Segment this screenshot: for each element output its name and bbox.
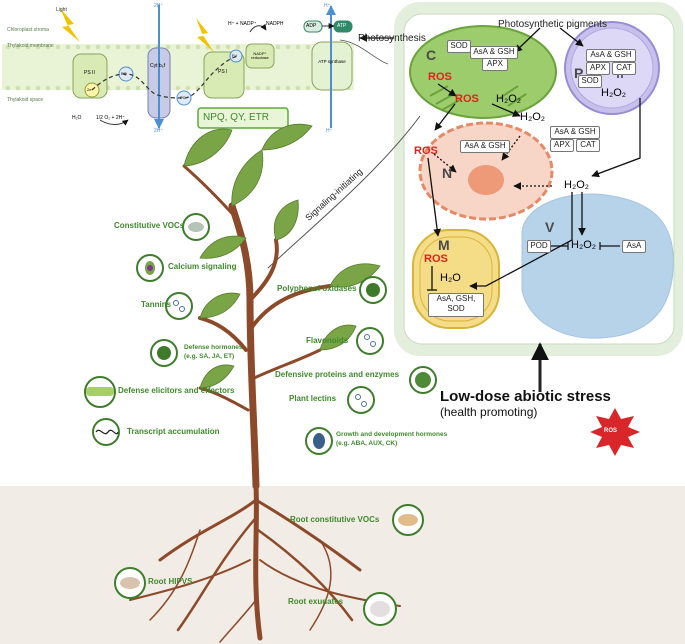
label-transcript-accumulation: Transcript accumulation — [127, 427, 220, 436]
pod-box: POD — [527, 240, 551, 253]
h2o2-chloroplast: H₂O₂ — [496, 93, 522, 105]
h2o2-peroxisome: H₂O₂ — [601, 87, 627, 99]
label-flavonoids: Flavonoids — [306, 336, 349, 345]
label-root-exudates: Root exudates — [288, 597, 344, 606]
water-label: H₂O — [72, 115, 82, 121]
sod-box-chloroplast: SOD — [447, 40, 471, 53]
ros-star — [590, 408, 640, 456]
cat-box-peroxisome: CAT — [612, 62, 636, 75]
thylakoid-space-label: Thylakoid space — [7, 97, 44, 103]
chloroplast-letter: C — [426, 47, 437, 63]
label-growth-hormones: Growth and development hormones — [336, 431, 448, 438]
nucleolus — [468, 165, 504, 195]
cyt-label: Cyt b₆f — [150, 63, 166, 69]
label-root-hipvs: Root HIPVS — [148, 577, 193, 586]
asa-gsh-box-cytosol: AsA & GSH — [550, 126, 600, 139]
cat-box-cytosol: CAT — [576, 139, 600, 152]
label-defense-elicitors: Defense elicitors and effectors — [118, 386, 235, 395]
mito-letter: M — [438, 237, 450, 253]
vacuole — [521, 193, 674, 339]
ros-chloroplast-1: ROS — [428, 71, 452, 83]
label-tannins: Tannins — [141, 300, 172, 309]
soil-band — [0, 486, 685, 644]
ros-badge: ROS — [604, 428, 618, 434]
pq-label: PQ — [121, 71, 127, 76]
label-growth-hormones-eg: (e.g. ABA, AUX, CK) — [336, 440, 398, 447]
apx-box-chloroplast: APX — [482, 58, 508, 71]
h-top-1: 2H⁺ — [154, 3, 164, 9]
label-defensive-proteins: Defensive proteins and enzymes — [275, 370, 400, 379]
ros-mito: ROS — [424, 253, 448, 265]
chloroplast-stroma-label: Chloroplast stroma — [7, 27, 49, 33]
light-label: Light — [56, 7, 67, 13]
plant-icon-fills — [86, 222, 431, 617]
pigments-label: Photosynthetic pigments — [498, 19, 607, 30]
h2o2-vacuole: H₂O₂ — [571, 239, 597, 251]
sod-box-peroxisome: SOD — [578, 75, 602, 88]
ps2-label: PS II — [84, 70, 95, 76]
label-polyphenol-oxidases: Polyphenol oxidases — [277, 284, 357, 293]
nadp-reductase-label: NADP⁺ reductase — [251, 51, 269, 60]
label-constitutive-vocs: Constitutive VOCs — [114, 221, 185, 230]
h2o-mito: H₂O — [440, 272, 461, 284]
thylakoid-membrane — [2, 44, 354, 90]
adp-label: ADP — [306, 23, 317, 29]
photosynthesis-label: Photosynthesis — [358, 33, 426, 44]
label-root-vocs: Root constitutive VOCs — [290, 515, 380, 524]
lightning-1 — [60, 8, 80, 42]
metrics-box — [197, 107, 289, 129]
peroxisome-letter: P — [574, 65, 584, 81]
stress-subtitle: (health promoting) — [440, 405, 538, 419]
h-bottom-2: H⁺ — [326, 128, 333, 134]
metrics-text: NPQ, QY, ETR — [203, 112, 269, 123]
h-bottom-1: 2H⁺ — [154, 128, 164, 134]
nadph-label: NADPH — [266, 21, 284, 27]
plant-roots — [129, 483, 401, 643]
ps1-label: PS I — [218, 69, 228, 75]
plant-stem — [182, 164, 332, 490]
asa-box-vacuole: AsA — [622, 240, 646, 253]
fd-label: Fd — [232, 53, 237, 58]
water-split-label: 1/2 O₂ + 2H⁺ — [96, 115, 125, 121]
nucleus-letter: N — [442, 165, 453, 181]
asa-gsh-box-nucleus: AsA & GSH — [460, 140, 510, 153]
mito-antioxidant-box: AsA, GSH, SOD — [428, 293, 484, 317]
plant-leaves — [183, 123, 381, 389]
apx-box-cytosol: APX — [550, 139, 574, 152]
signaling-line — [267, 115, 421, 269]
atp-synthase-label: ATP synthase — [318, 59, 346, 64]
ros-cytosol: ROS — [414, 145, 438, 157]
label-calcium-signaling: Calcium signaling — [168, 262, 237, 271]
e-label: 2e⁻ — [87, 87, 94, 92]
atp-label: ATP — [337, 23, 347, 29]
h-nadp-label: H⁺ + NADP⁺ — [228, 21, 257, 27]
vacuole-letter: V — [545, 219, 555, 235]
label-defense-hormones: Defense hormones — [184, 344, 243, 351]
label-plant-lectins: Plant lectins — [289, 394, 337, 403]
h2o2-cytosol-1: H₂O₂ — [520, 111, 546, 123]
apx-box-peroxisome: APX — [586, 62, 610, 75]
ps1-complex — [203, 51, 245, 99]
ros-chloroplast-2: ROS — [455, 93, 479, 105]
h2o2-cytosol-2: H₂O₂ — [564, 179, 590, 191]
pc-circle — [176, 90, 192, 106]
pc-label: PC — [180, 95, 186, 100]
stress-title: Low-dose abiotic stress — [440, 388, 611, 405]
thylakoid-membrane-label: Thylakoid membrane — [7, 43, 54, 49]
label-defense-hormones-eg: (e.g. SA, JA, ET) — [184, 353, 235, 360]
h-top-3: H⁺ — [324, 3, 331, 9]
lightning-2 — [196, 18, 214, 52]
asa-gsh-box-peroxisome: AsA & GSH — [586, 49, 636, 62]
